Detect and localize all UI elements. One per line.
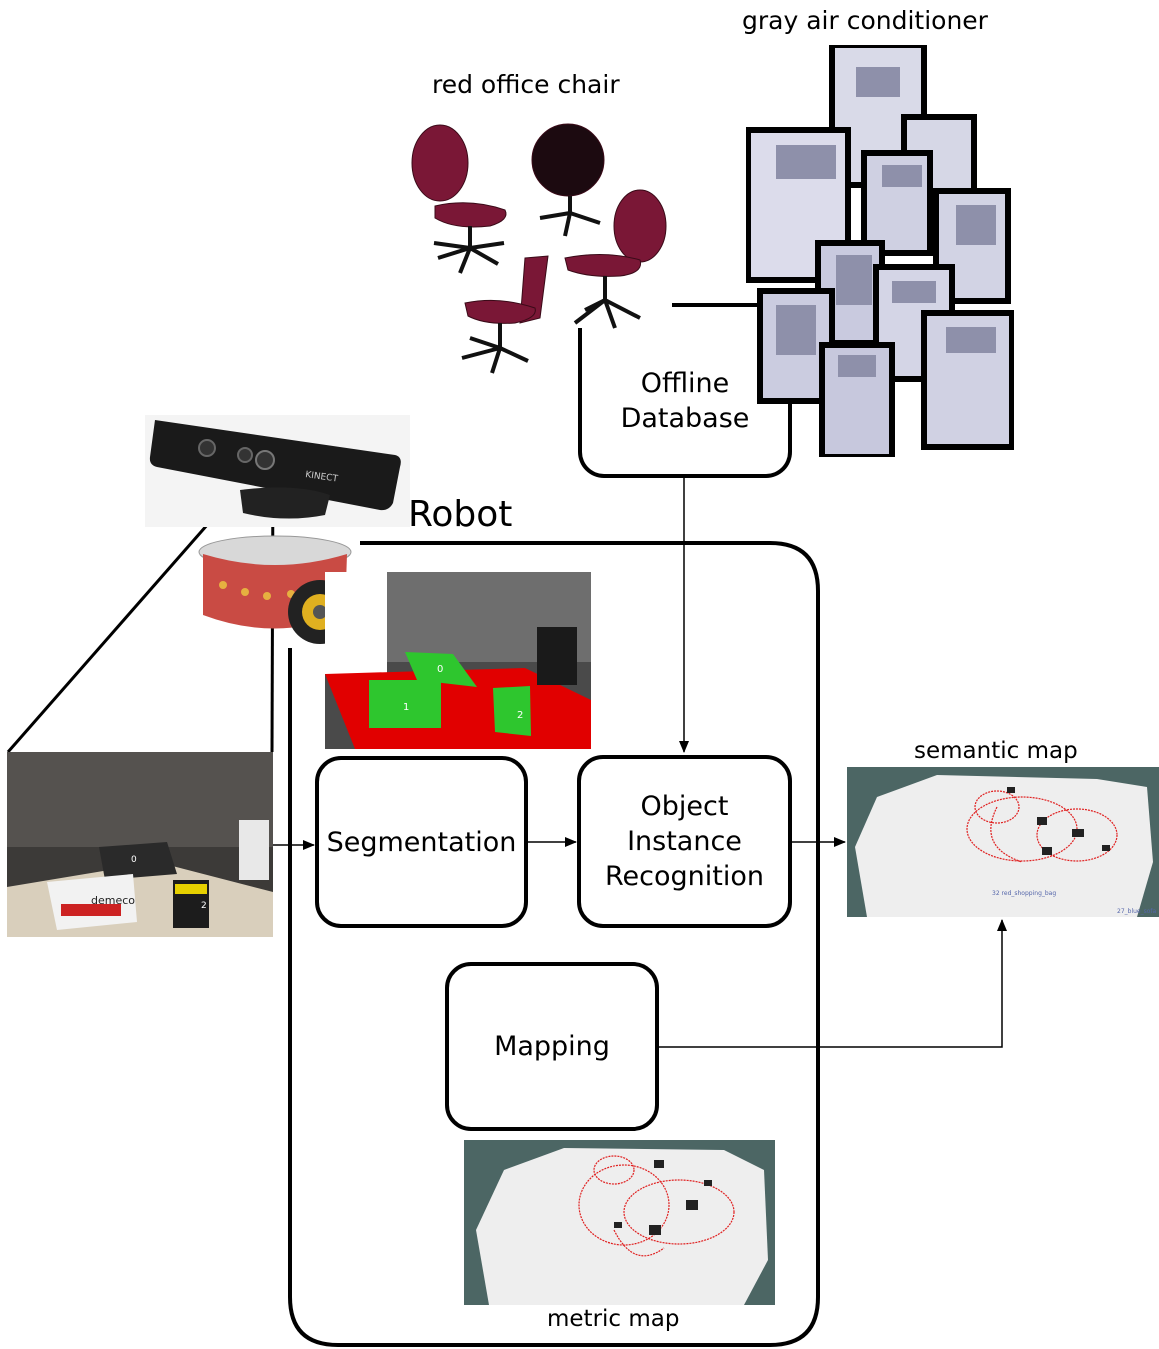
metric-map-label: metric map xyxy=(547,1306,680,1332)
scene-id-2: 2 xyxy=(201,901,207,911)
recognition-text: Object Instance Recognition xyxy=(605,791,764,892)
semantic-tag-sofa: 27_blue_sofa xyxy=(1117,908,1157,915)
semantic-map-image: 32 red_shopping_bag 27_blue_sofa xyxy=(847,767,1159,917)
mapping-box: Mapping xyxy=(445,962,659,1131)
kinect-sensor-image: KINECT xyxy=(145,415,410,527)
robot-label: Robot xyxy=(408,494,513,535)
offline-database-box: Offline Database xyxy=(578,328,792,478)
segment-id-1: 1 xyxy=(403,702,409,713)
kinect-brand-text: KINECT xyxy=(305,470,339,485)
mapping-text: Mapping xyxy=(494,1031,610,1062)
segmentation-text: Segmentation xyxy=(326,826,517,858)
recognition-box: Object Instance Recognition xyxy=(577,755,792,928)
office-chair-images xyxy=(411,123,667,374)
box-brand-text: demeco xyxy=(91,894,135,907)
robot-frame xyxy=(288,541,820,1347)
arrow-mapping-semantic xyxy=(658,919,1007,1048)
segment-id-2: 2 xyxy=(517,710,523,721)
camera-scene-image: demeco 0 2 xyxy=(7,752,273,937)
segmentation-point-cloud-image: 0 1 2 xyxy=(325,572,591,749)
offline-database-text: Offline Database xyxy=(620,368,750,434)
segment-id-0: 0 xyxy=(437,664,443,675)
air-conditioner-images xyxy=(746,45,1014,457)
segmentation-box: Segmentation xyxy=(315,756,528,928)
scene-id-0: 0 xyxy=(131,855,137,865)
office-chair-label: red office chair xyxy=(432,70,620,99)
semantic-map-label: semantic map xyxy=(914,738,1078,764)
metric-map-image xyxy=(464,1140,775,1305)
air-conditioner-label: gray air conditioner xyxy=(742,6,988,35)
semantic-tag-bag: 32 red_shopping_bag xyxy=(992,890,1056,897)
